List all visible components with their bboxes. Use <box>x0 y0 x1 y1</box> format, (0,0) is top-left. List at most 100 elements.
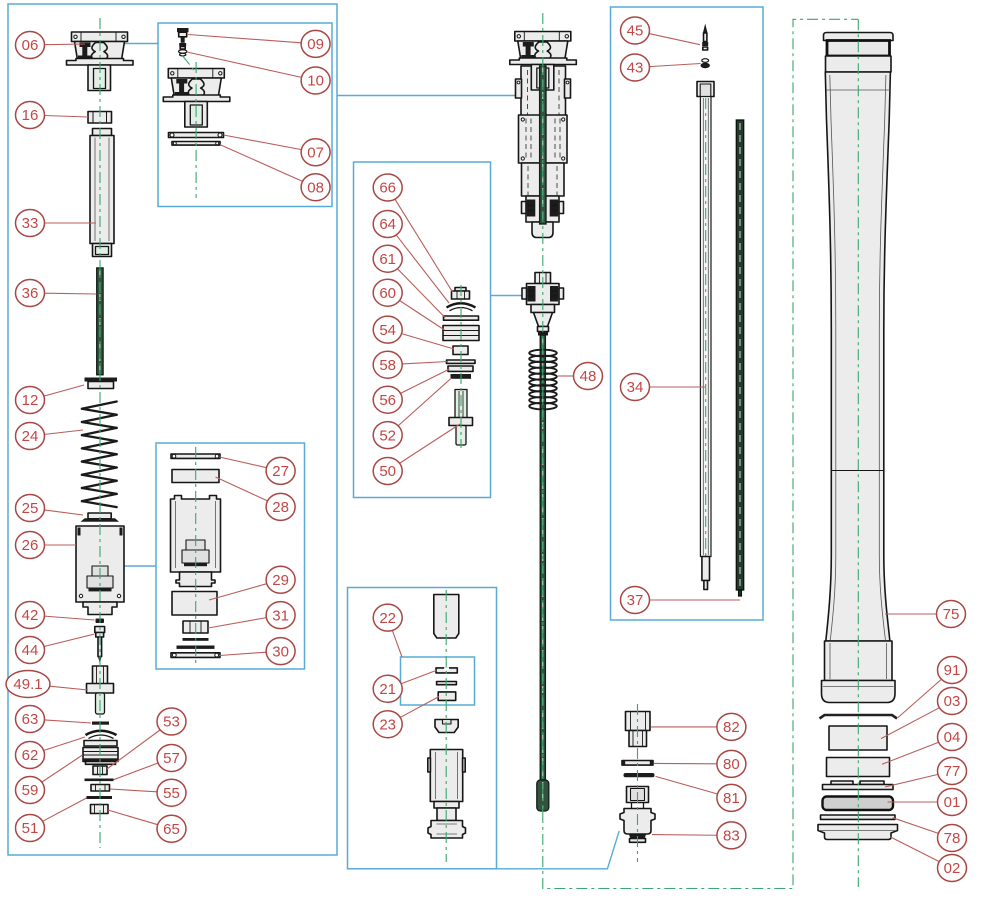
callout-circle-57 <box>156 743 187 773</box>
callout-64: 64 <box>372 209 450 304</box>
callout-circle-48 <box>572 361 604 391</box>
callout-number-33: 33 <box>22 215 39 232</box>
leader-line-66 <box>394 198 453 293</box>
callout-01: 01 <box>887 787 968 817</box>
leader-line-83 <box>651 834 717 836</box>
callout-number-01: 01 <box>944 794 961 811</box>
callout-number-83: 83 <box>723 828 740 845</box>
part-43-seat-rings <box>700 58 710 69</box>
leader-line-31 <box>207 617 267 629</box>
callout-49_1: 49.1 <box>5 669 89 699</box>
callout-circle-34 <box>619 372 651 402</box>
leader-line-21 <box>400 669 437 685</box>
callout-circle-30 <box>265 636 296 666</box>
leader-line-59 <box>41 754 83 783</box>
callout-circle-22 <box>372 603 403 632</box>
callout-circle-28 <box>265 492 296 522</box>
callout-circle-23 <box>372 709 403 739</box>
callout-circle-27 <box>265 456 296 486</box>
callout-number-48: 48 <box>580 368 597 385</box>
callout-number-65: 65 <box>163 821 180 838</box>
detail-box-shim-sub-detail <box>399 656 476 706</box>
callout-44: 44 <box>14 633 95 665</box>
callout-number-03: 03 <box>944 693 961 710</box>
callout-number-60: 60 <box>379 285 396 302</box>
leader-line-52 <box>397 377 452 427</box>
callout-number-04: 04 <box>944 729 961 746</box>
part-37-inner-rod <box>735 119 745 597</box>
callout-number-53: 53 <box>163 714 180 731</box>
part-12-spring-seat <box>84 377 117 390</box>
callout-56: 56 <box>372 368 450 414</box>
callout-circle-52 <box>372 420 403 450</box>
callout-24: 24 <box>14 421 84 451</box>
part-34-push-rod <box>696 80 715 591</box>
part-23-valve-block <box>437 691 457 702</box>
callout-circle-78 <box>936 823 968 853</box>
callout-number-29: 29 <box>272 572 289 589</box>
leader-line-36 <box>44 292 97 295</box>
part-06-fork-top-cap <box>65 31 134 92</box>
part-91-stop-ring <box>818 713 898 720</box>
callout-number-57: 57 <box>163 750 180 767</box>
leader-line-23 <box>399 696 440 718</box>
connector-unit-to-adjuster <box>496 830 620 870</box>
callout-circle-07 <box>300 138 331 167</box>
part-57-shim <box>84 778 114 782</box>
callout-number-30: 30 <box>272 643 289 660</box>
callout-number-54: 54 <box>379 322 396 339</box>
callout-number-45: 45 <box>627 23 644 40</box>
callout-circle-66 <box>372 173 403 202</box>
callout-circle-42 <box>14 600 46 630</box>
callout-63: 63 <box>14 704 92 734</box>
callout-75: 75 <box>885 599 967 629</box>
callout-78: 78 <box>892 817 968 853</box>
callout-45: 45 <box>619 16 701 46</box>
callout-circle-04 <box>936 722 968 752</box>
part-10-o-ring <box>177 49 188 57</box>
callout-62: 62 <box>14 736 86 770</box>
callout-circle-58 <box>372 350 403 379</box>
callout-37: 37 <box>619 585 740 615</box>
callout-number-26: 26 <box>22 537 39 554</box>
callout-circle-24 <box>14 421 46 451</box>
callout-58: 58 <box>372 350 449 379</box>
leader-line-51 <box>42 797 87 822</box>
part-24-main-spring <box>80 400 118 509</box>
callout-07: 07 <box>223 134 331 167</box>
callout-number-63: 63 <box>22 711 39 728</box>
part-65-locknut <box>89 803 109 815</box>
callout-59: 59 <box>14 754 83 805</box>
callout-circle-83 <box>716 821 747 850</box>
callout-number-28: 28 <box>272 499 289 516</box>
leader-line-50 <box>399 423 461 464</box>
callout-number-37: 37 <box>627 592 644 609</box>
callout-number-22: 22 <box>379 610 396 627</box>
callout-circle-21 <box>372 674 403 704</box>
callout-circle-43 <box>619 53 651 82</box>
callout-circle-31 <box>265 600 296 630</box>
callout-number-07: 07 <box>307 145 324 162</box>
part-09-bleed-screw <box>177 28 189 50</box>
callout-circle-55 <box>156 778 187 807</box>
leader-line-02 <box>890 836 940 863</box>
callout-circle-02 <box>936 853 968 883</box>
callout-82: 82 <box>651 712 747 742</box>
callout-circle-44 <box>14 635 46 665</box>
callout-number-52: 52 <box>379 427 396 444</box>
callout-65: 65 <box>107 809 187 844</box>
callout-circle-25 <box>14 493 46 523</box>
callout-number-80: 80 <box>723 756 740 773</box>
leader-line-64 <box>395 234 450 304</box>
callout-number-12: 12 <box>22 392 39 409</box>
callout-50: 50 <box>372 423 461 486</box>
callout-circle-65 <box>156 814 187 844</box>
callout-number-66: 66 <box>379 180 396 197</box>
callout-number-10: 10 <box>307 73 324 90</box>
leader-line-57 <box>113 762 159 781</box>
callout-number-81: 81 <box>723 790 740 807</box>
detail-box-main-left-group <box>7 3 338 856</box>
callout-circle-29 <box>265 565 296 595</box>
callout-42: 42 <box>14 600 95 630</box>
callout-23: 23 <box>372 696 440 739</box>
